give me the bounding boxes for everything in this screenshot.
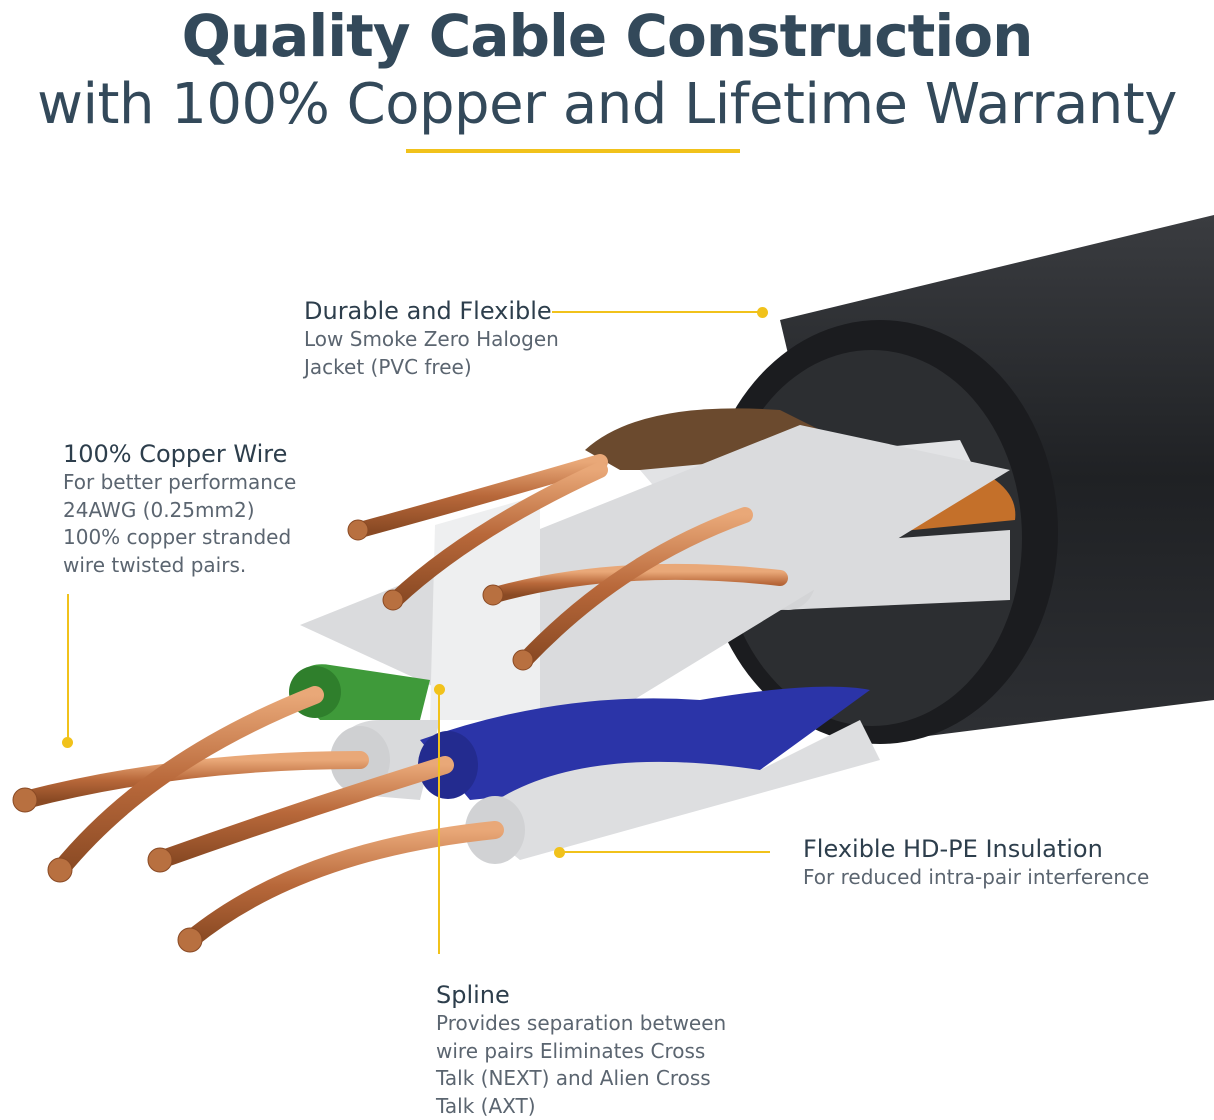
copper-strands — [16, 454, 788, 949]
copper-leader-dot — [62, 737, 73, 748]
spline-leader-line — [438, 690, 440, 954]
spline-leader-dot — [434, 684, 445, 695]
blue-insulation — [420, 686, 870, 800]
jacket-leader-line — [552, 311, 762, 313]
insulation-leader-line — [560, 851, 770, 853]
callout-spline: Spline Provides separation between wire … — [436, 980, 726, 1120]
callout-copper: 100% Copper Wire For better performance … — [63, 439, 296, 579]
subheadline: with 100% Copper and Lifetime Warranty — [37, 72, 1177, 137]
strand-ends — [12, 519, 534, 953]
callout-jacket: Durable and Flexible Low Smoke Zero Halo… — [304, 296, 559, 381]
accent-underline — [406, 149, 740, 153]
callout-jacket-title: Durable and Flexible — [304, 297, 552, 325]
insulation-leader-dot — [554, 847, 565, 858]
headline: Quality Cable Construction — [181, 2, 1034, 70]
callout-copper-desc: For better performance 24AWG (0.25mm2) 1… — [63, 470, 297, 577]
callout-copper-title: 100% Copper Wire — [63, 440, 288, 468]
callout-jacket-desc: Low Smoke Zero Halogen Jacket (PVC free) — [304, 327, 559, 379]
callout-spline-desc: Provides separation between wire pairs E… — [436, 1011, 727, 1118]
copper-leader-line — [67, 594, 69, 740]
jacket-leader-dot — [757, 307, 768, 318]
callout-spline-title: Spline — [436, 981, 510, 1009]
white-insulation-front — [470, 720, 880, 860]
callout-insulation: Flexible HD-PE Insulation For reduced in… — [803, 834, 1149, 892]
callout-insulation-desc: For reduced intra-pair interference — [803, 865, 1150, 889]
callout-insulation-title: Flexible HD-PE Insulation — [803, 835, 1103, 863]
